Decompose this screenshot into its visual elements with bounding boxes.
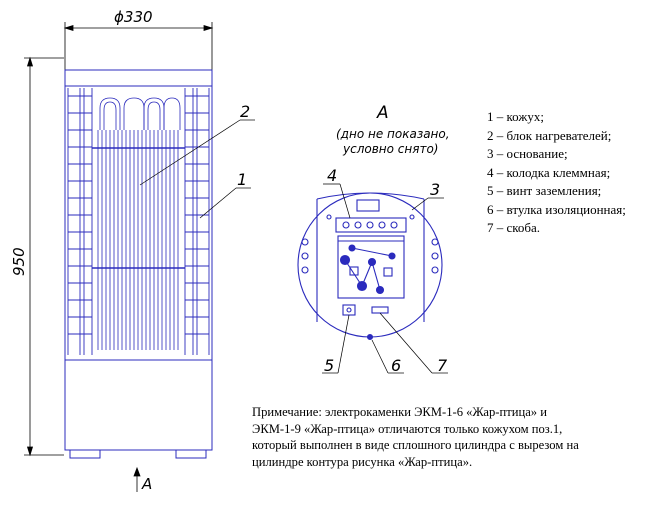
callout-7: 7: [437, 356, 448, 375]
diameter-label: ϕ330: [114, 8, 153, 26]
legend-item: 5 – винт заземления;: [487, 183, 602, 198]
parts-legend: 1 – кожух; 2 – блок нагревателей; 3 – ос…: [487, 108, 626, 238]
leader-lines: [139, 119, 448, 374]
callout-2: 2: [240, 102, 250, 121]
view-arrow-label: A: [141, 475, 152, 493]
height-dimension: [24, 56, 64, 457]
view-caption-line1: (дно не показано,: [336, 127, 450, 141]
note-line: Примечание: электрокаменки ЭКМ-1-6 «Жар-…: [252, 405, 547, 419]
height-label: 950: [10, 247, 28, 276]
note-line: ЭКМ-1-9 «Жар-птица» отличаются только ко…: [252, 421, 563, 436]
callout-6: 6: [391, 356, 401, 375]
view-arrow: [133, 466, 141, 492]
legend-item: 2 – блок нагревателей;: [487, 127, 612, 143]
view-caption-line2: условно снято): [342, 142, 438, 156]
legend-item: 7 – скоба.: [487, 220, 541, 235]
callout-4: 4: [327, 166, 337, 185]
callout-3: 3: [430, 180, 440, 199]
legend-item: 3 – основание;: [487, 146, 568, 161]
note-line: который выполнен в виде сплошного цилинд…: [252, 438, 579, 452]
note: Примечание: электрокаменки ЭКМ-1-6 «Жар-…: [252, 404, 666, 470]
legend-item: 4 – колодка клеммная;: [487, 164, 611, 180]
casing-bars: [67, 88, 210, 355]
base-view: [297, 192, 443, 341]
view-title: A: [376, 103, 389, 123]
legend-item: 1 – кожух;: [487, 109, 544, 124]
legend-item: 6 – втулка изоляционная;: [487, 201, 626, 217]
heating-elements: [92, 97, 185, 350]
callout-1: 1: [237, 170, 247, 189]
diameter-dimension: [63, 22, 214, 70]
callout-5: 5: [324, 356, 334, 375]
heater-body: [64, 69, 213, 459]
note-line: цилиндре контура рисунка «Жар-птица».: [252, 454, 473, 469]
